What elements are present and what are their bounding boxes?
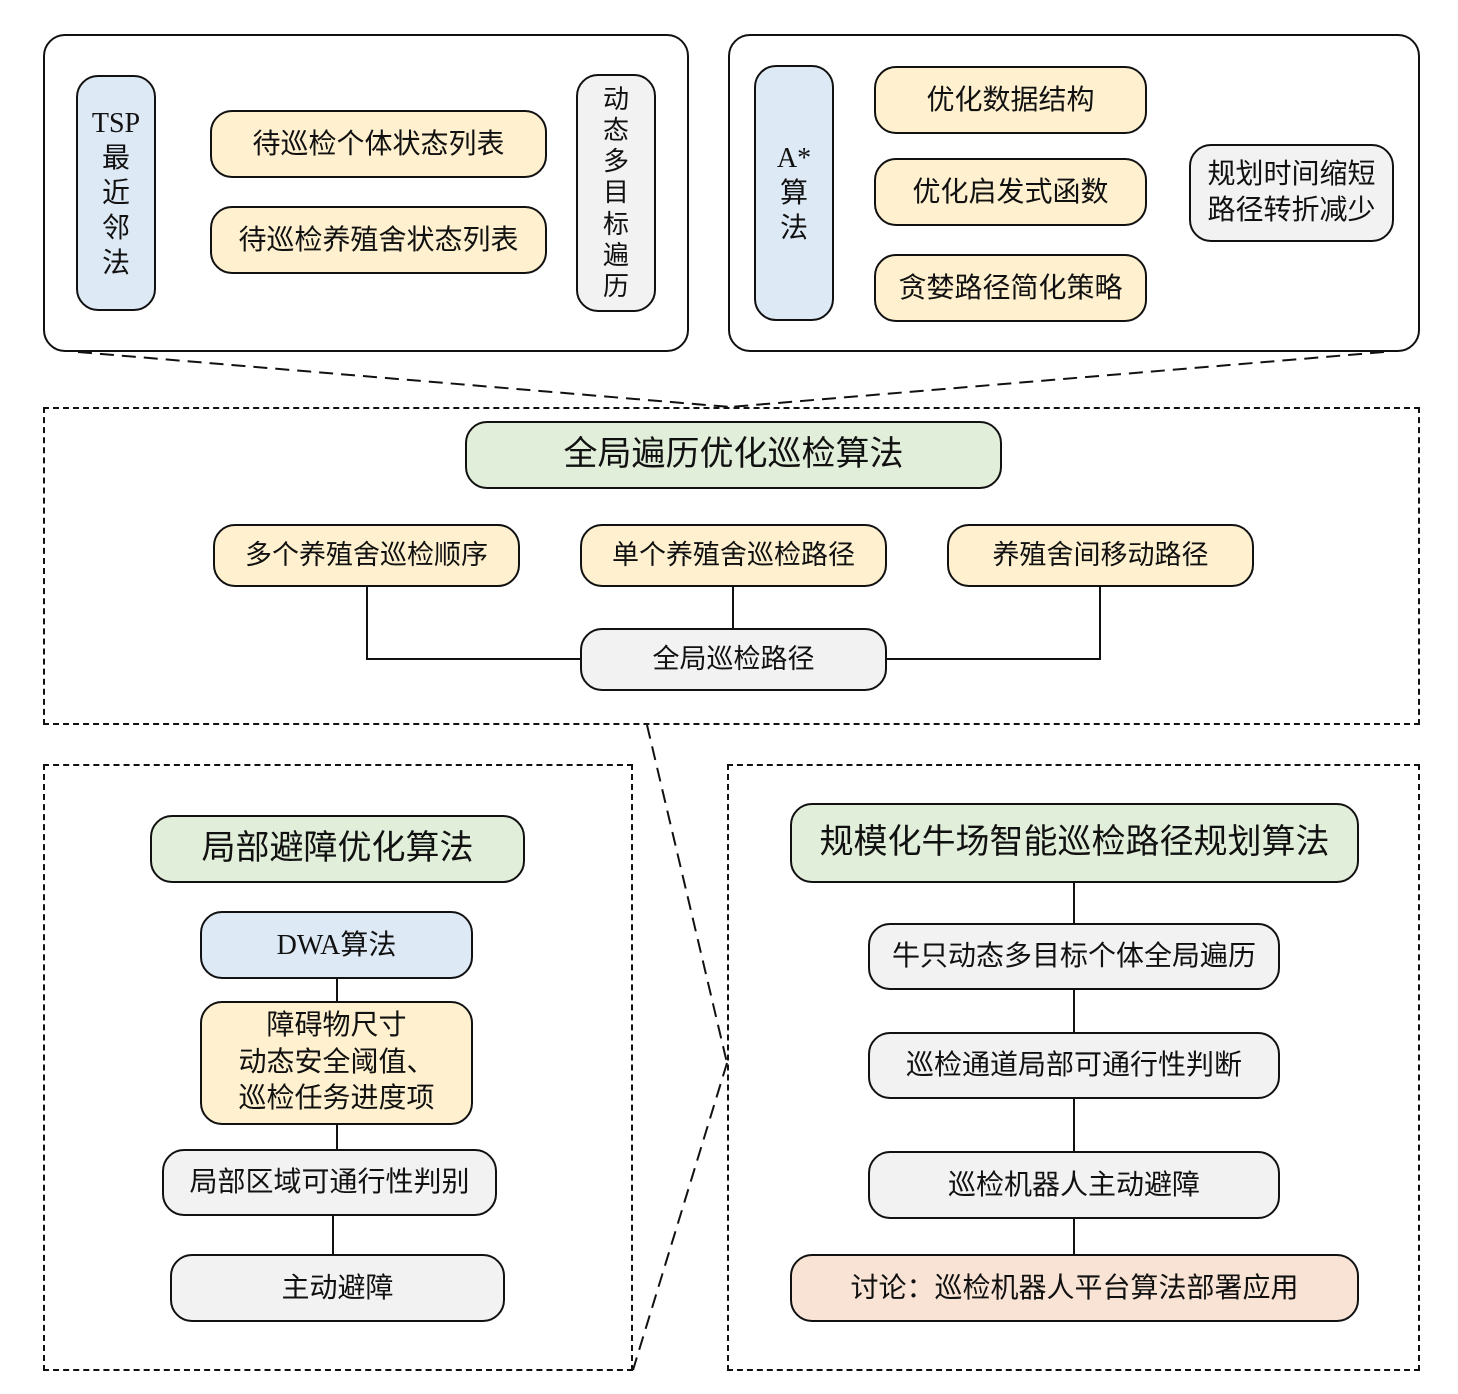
astar-method-line: A*: [776, 142, 812, 174]
node-astar-result[interactable]: 规划时间缩短 路径转折减少: [1189, 144, 1394, 242]
node-active-avoidance[interactable]: 主动避障: [170, 1254, 505, 1322]
node-label: 障碍物尺寸 动态安全阈值、 巡检任务进度项: [238, 1010, 435, 1115]
tsp-method-line: 近: [101, 177, 130, 209]
panel-global: [43, 407, 1420, 725]
node-label: 优化启发式函数: [912, 176, 1109, 208]
node-step-local-passability[interactable]: 巡检通道局部可通行性判断: [868, 1032, 1280, 1099]
traversal-line: 动: [602, 84, 629, 114]
node-label: 规划时间缩短 路径转折减少: [1207, 158, 1376, 226]
traversal-line: 多: [602, 147, 629, 177]
zoom-connector-right: [729, 351, 1385, 408]
tsp-method-line: 法: [101, 247, 130, 279]
node-label: 待巡检个体状态列表: [252, 128, 505, 160]
zoom-connector-left: [77, 351, 731, 408]
panel-local: [43, 764, 633, 1371]
node-step-active-avoidance[interactable]: 巡检机器人主动避障: [868, 1151, 1280, 1219]
node-label: 牛只动态多目标个体全局遍历: [891, 941, 1256, 972]
node-tsp-method[interactable]: TSP 最 近 邻 法: [76, 75, 156, 311]
traversal-line: 目: [602, 178, 629, 208]
node-discussion[interactable]: 讨论：巡检机器人平台算法部署应用: [790, 1254, 1359, 1322]
node-label: 局部区域可通行性判别: [189, 1167, 470, 1198]
node-dynamic-traversal[interactable]: 动 态 多 目 标 遍 历: [576, 74, 656, 312]
zoom-connector-down: [646, 724, 728, 1064]
node-label: 养殖舍间移动路径: [992, 539, 1209, 570]
node-local-passability[interactable]: 局部区域可通行性判别: [162, 1149, 497, 1216]
node-step-global-traversal[interactable]: 牛只动态多目标个体全局遍历: [868, 923, 1280, 990]
node-single-barn-path[interactable]: 单个养殖舍巡检路径: [580, 524, 887, 587]
traversal-line: 态: [602, 116, 629, 146]
node-label: 讨论：巡检机器人平台算法部署应用: [850, 1272, 1299, 1304]
zoom-connector-back: [632, 1062, 728, 1371]
tsp-method-line: 最: [101, 142, 130, 174]
traversal-line: 遍: [602, 240, 629, 270]
astar-method-line: 算: [779, 177, 808, 209]
tsp-method-line: 邻: [101, 212, 130, 244]
node-label: 待巡检养殖舍状态列表: [238, 224, 519, 256]
node-label: 巡检通道局部可通行性判断: [905, 1050, 1242, 1081]
node-label: 贪婪路径简化策略: [898, 272, 1123, 304]
node-label: 多个养殖舍巡检顺序: [245, 539, 488, 570]
node-label: 单个养殖舍巡检路径: [612, 539, 855, 570]
node-inter-barn-path[interactable]: 养殖舍间移动路径: [947, 524, 1254, 587]
traversal-line: 标: [602, 209, 629, 239]
node-label: 全局遍历优化巡检算法: [563, 435, 904, 473]
traversal-line: 历: [602, 271, 629, 301]
node-greedy-simplification[interactable]: 贪婪路径简化策略: [874, 254, 1147, 322]
node-global-path[interactable]: 全局巡检路径: [580, 628, 887, 691]
node-label: 主动避障: [281, 1272, 394, 1304]
astar-method-line: 法: [779, 212, 808, 244]
node-optimize-heuristic[interactable]: 优化启发式函数: [874, 158, 1147, 226]
node-astar-method[interactable]: A* 算 法: [754, 65, 834, 321]
node-label: 巡检机器人主动避障: [947, 1169, 1200, 1201]
node-label: 全局巡检路径: [652, 643, 815, 674]
node-dwa[interactable]: DWA算法: [200, 911, 473, 979]
node-label: 局部避障优化算法: [201, 829, 474, 867]
node-individual-status-list[interactable]: 待巡检个体状态列表: [210, 110, 547, 178]
node-dwa-params[interactable]: 障碍物尺寸 动态安全阈值、 巡检任务进度项: [200, 1001, 473, 1125]
node-barn-status-list[interactable]: 待巡检养殖舍状态列表: [210, 206, 547, 274]
node-label: DWA算法: [276, 929, 397, 961]
node-global-title[interactable]: 全局遍历优化巡检算法: [465, 421, 1002, 489]
node-multi-barn-order[interactable]: 多个养殖舍巡检顺序: [213, 524, 520, 587]
node-label: 优化数据结构: [926, 84, 1095, 116]
tsp-method-line: TSP: [91, 107, 141, 139]
panel-main: [727, 764, 1420, 1371]
node-label: 规模化牛场智能巡检路径规划算法: [819, 823, 1330, 861]
node-local-title[interactable]: 局部避障优化算法: [150, 815, 525, 883]
node-main-title[interactable]: 规模化牛场智能巡检路径规划算法: [790, 803, 1359, 883]
node-optimize-data-structure[interactable]: 优化数据结构: [874, 66, 1147, 134]
